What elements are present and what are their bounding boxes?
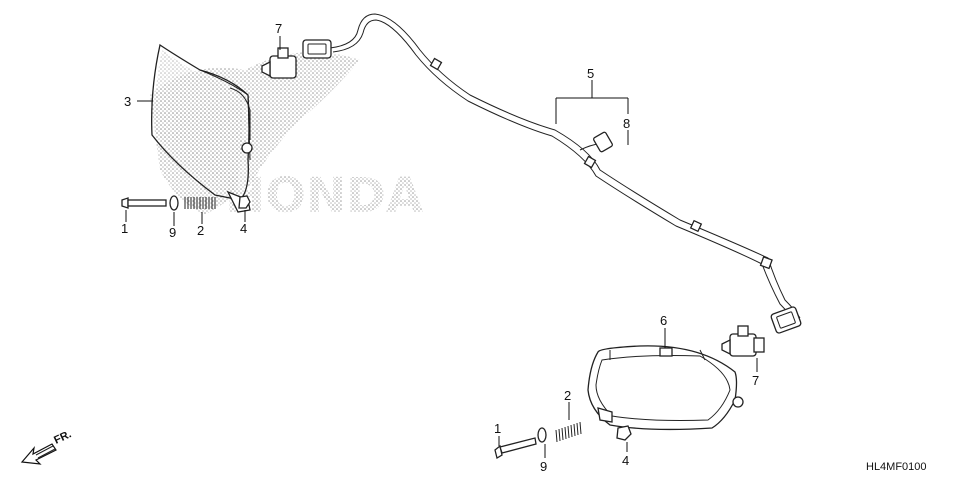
callout-7-right: 7 (752, 373, 759, 388)
callout-6: 6 (660, 313, 667, 328)
harness-connector-left (302, 39, 332, 59)
callout-2-right: 2 (564, 388, 571, 403)
left-headlight (151, 43, 253, 213)
leader-lines (125, 36, 758, 458)
diagram-code: HL4MF0100 (866, 461, 927, 473)
callout-2-left: 2 (197, 223, 204, 238)
callout-9-right: 9 (540, 459, 547, 474)
callout-7-left: 7 (275, 21, 282, 36)
harness-connector-right (770, 306, 802, 334)
right-bulb (721, 325, 765, 357)
callout-3: 3 (124, 94, 131, 109)
callout-4-left: 4 (240, 221, 247, 236)
callout-1-left: 1 (121, 221, 128, 236)
callout-9-left: 9 (169, 225, 176, 240)
right-headlight (587, 345, 744, 431)
right-mounting-hardware (494, 421, 632, 460)
callout-8: 8 (623, 116, 630, 131)
callout-1-right: 1 (494, 421, 501, 436)
front-direction-label: FR. (52, 428, 73, 446)
front-direction-arrow (20, 443, 57, 465)
callout-5: 5 (587, 66, 594, 81)
callout-4-right: 4 (622, 453, 629, 468)
left-mounting-hardware (121, 195, 251, 211)
left-bulb (261, 47, 297, 79)
wire-harness (329, 13, 801, 323)
watermark-text: HONDA (225, 168, 423, 224)
